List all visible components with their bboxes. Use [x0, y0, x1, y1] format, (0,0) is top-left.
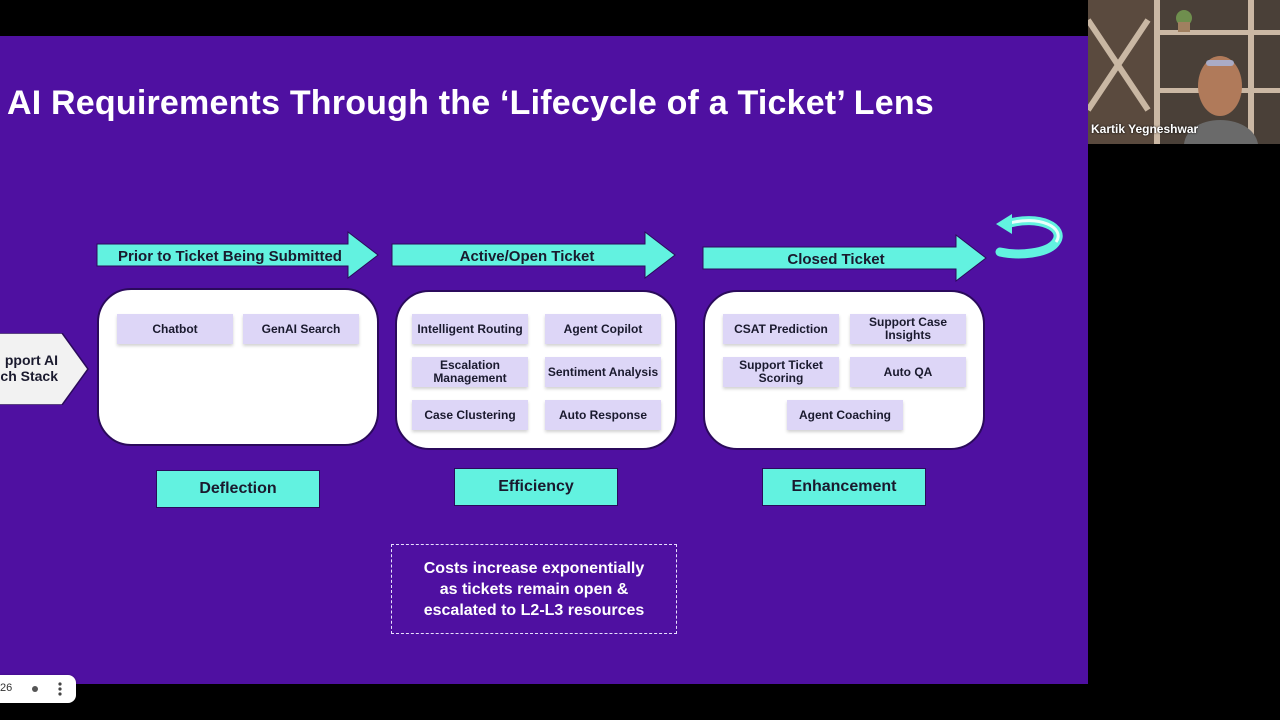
- panel-active: Intelligent Routing Agent Copilot Escala…: [395, 290, 677, 450]
- cost-note-line3: escalated to L2-L3 resources: [423, 601, 645, 619]
- badge-enhancement: Enhancement: [762, 468, 926, 506]
- ai-tech-stack-shape: [0, 333, 89, 405]
- panel-closed: CSAT Prediction Support Case Insights Su…: [703, 290, 985, 450]
- ai-tech-stack-label: pport AI ch Stack: [0, 352, 58, 384]
- stage-arrow-closed: [702, 233, 987, 283]
- chip-support-case-insights: Support Case Insights: [850, 314, 966, 344]
- cost-note-line2: as tickets remain open &: [439, 580, 629, 598]
- chip-case-clustering: Case Clustering: [412, 400, 528, 430]
- pointer-icon[interactable]: [26, 680, 44, 698]
- badge-efficiency: Efficiency: [454, 468, 618, 506]
- chip-genai-search: GenAI Search: [243, 314, 359, 344]
- cost-note: Costs increase exponentially as tickets …: [391, 544, 677, 634]
- chip-sentiment-analysis: Sentiment Analysis: [545, 357, 661, 387]
- more-options-icon[interactable]: [51, 680, 69, 698]
- stage-arrow-prior: [96, 230, 379, 280]
- slide-title: AI Requirements Through the ‘Lifecycle o…: [7, 84, 934, 122]
- stack-label-line1: pport AI: [4, 352, 58, 368]
- cost-note-line1: Costs increase exponentially: [423, 559, 645, 577]
- chip-auto-qa: Auto QA: [850, 357, 966, 387]
- stack-label-line2: ch Stack: [0, 368, 58, 384]
- loop-back-arrow-icon: [995, 214, 1063, 259]
- chip-chatbot: Chatbot: [117, 314, 233, 344]
- panel-prior: Chatbot GenAI Search: [97, 288, 379, 446]
- stage-label-prior: Prior to Ticket Being Submitted: [118, 247, 342, 265]
- stage-arrow-active: [391, 230, 676, 280]
- participant-video-tile[interactable]: Kartik Yegneshwar: [1088, 0, 1280, 144]
- page-indicator: 26: [0, 682, 13, 694]
- video-feed: [1088, 0, 1280, 144]
- chip-auto-response: Auto Response: [545, 400, 661, 430]
- slide-controls: 26: [0, 675, 76, 703]
- presentation-slide: AI Requirements Through the ‘Lifecycle o…: [0, 36, 1088, 684]
- chip-agent-copilot: Agent Copilot: [545, 314, 661, 344]
- chip-agent-coaching: Agent Coaching: [787, 400, 903, 430]
- chip-intelligent-routing: Intelligent Routing: [412, 314, 528, 344]
- chip-escalation-management: Escalation Management: [412, 357, 528, 387]
- chip-csat-prediction: CSAT Prediction: [723, 314, 839, 344]
- badge-deflection: Deflection: [156, 470, 320, 508]
- chip-support-ticket-scoring: Support Ticket Scoring: [723, 357, 839, 387]
- stage-label-active: Active/Open Ticket: [459, 247, 595, 265]
- participant-name: Kartik Yegneshwar: [1091, 122, 1199, 136]
- stage-label-closed: Closed Ticket: [787, 250, 885, 268]
